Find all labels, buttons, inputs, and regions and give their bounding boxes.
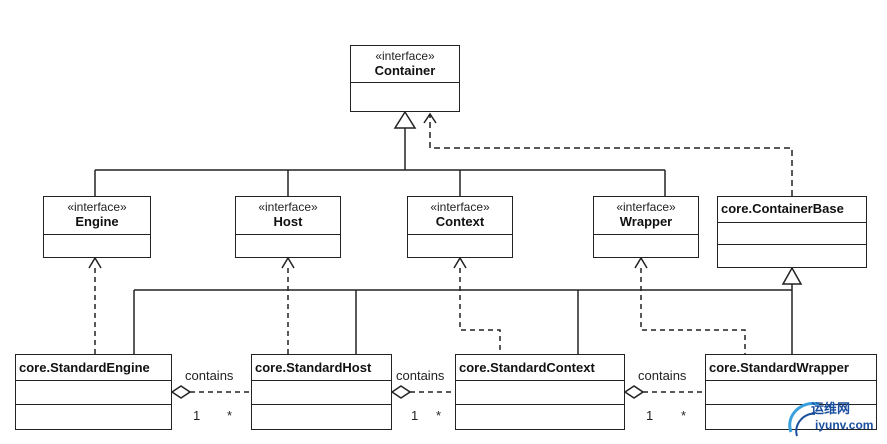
host-name: Host: [273, 214, 303, 229]
host-context-contains-label: contains: [396, 368, 445, 383]
class-standard-host: core.StandardHost: [251, 354, 392, 430]
class-engine: «interface» Engine: [43, 196, 151, 258]
host-stereotype: «interface»: [258, 200, 318, 214]
class-host: «interface» Host: [235, 196, 341, 258]
context-wrapper-multiplicity-one: 1: [646, 408, 654, 423]
context-name: Context: [435, 214, 485, 229]
class-container-base: core.ContainerBase: [717, 196, 867, 268]
wrapper-name: Wrapper: [619, 214, 673, 229]
class-wrapper: «interface» Wrapper: [593, 196, 699, 258]
watermark-domain-text: iyunv.com: [815, 418, 874, 432]
containerbase-generalization-arrow: [781, 266, 803, 285]
context-stereotype: «interface»: [430, 200, 490, 214]
engine-name: Engine: [75, 214, 119, 229]
host-context-multiplicity-many: *: [436, 408, 442, 423]
standard-engine-name: core.StandardEngine: [19, 360, 150, 375]
container-name: Container: [374, 63, 436, 78]
container-base-name: core.ContainerBase: [721, 201, 844, 216]
class-standard-engine: core.StandardEngine: [15, 354, 172, 430]
context-wrapper-aggregation-diamond: [623, 385, 645, 399]
class-standard-context: core.StandardContext: [455, 354, 625, 430]
host-context-multiplicity-one: 1: [411, 408, 419, 423]
watermark-chinese-text: 运维网: [811, 401, 851, 416]
context-wrapper-multiplicity-many: *: [681, 408, 687, 423]
container-generalization-arrow: [393, 110, 417, 129]
engine-host-multiplicity-one: 1: [193, 408, 201, 423]
engine-host-contains-label: contains: [185, 368, 234, 383]
context-wrapper-contains-label: contains: [638, 368, 687, 383]
standard-context-name: core.StandardContext: [459, 360, 595, 375]
engine-host-aggregation-diamond: [170, 385, 192, 399]
engine-stereotype: «interface»: [67, 200, 127, 214]
wrapper-stereotype: «interface»: [616, 200, 676, 214]
engine-host-multiplicity-many: *: [227, 408, 233, 423]
site-watermark: 运维网 iyunv.com: [785, 394, 881, 440]
class-container: «interface» Container: [350, 45, 460, 112]
containerbase-realization-line: [429, 115, 793, 196]
class-context: «interface» Context: [407, 196, 513, 258]
container-stereotype: «interface»: [375, 49, 435, 63]
containerbase-realization-arrow: [423, 112, 437, 124]
watermark-swirl-icon: [788, 401, 820, 437]
host-context-aggregation-diamond: [390, 385, 412, 399]
class-standard-wrapper: core.StandardWrapper: [705, 354, 877, 430]
standard-host-name: core.StandardHost: [255, 360, 372, 375]
standard-wrapper-name: core.StandardWrapper: [709, 360, 849, 375]
